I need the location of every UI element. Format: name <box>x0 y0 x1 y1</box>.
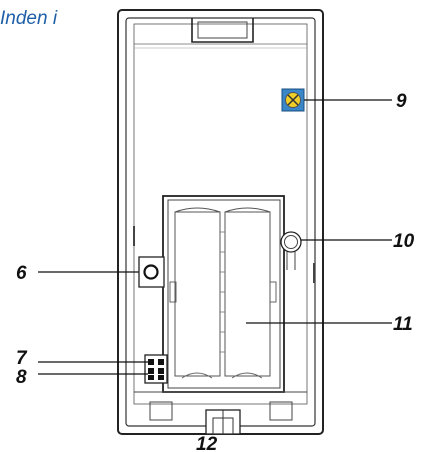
bottom-right-foot <box>269 401 293 421</box>
callout-9: 9 <box>396 91 407 112</box>
battery-compartment <box>162 195 285 393</box>
jumper-block-icon[interactable] <box>144 354 168 384</box>
callout-7: 7 <box>16 348 28 369</box>
potentiometer-icon[interactable] <box>281 88 305 112</box>
heading: Inden i <box>0 8 58 29</box>
callout-10: 10 <box>393 231 415 252</box>
tamper-button-icon[interactable] <box>138 256 165 288</box>
callout-12: 12 <box>196 434 218 452</box>
housing-inner-wall <box>133 23 308 405</box>
callout-8: 8 <box>16 367 27 388</box>
top-clip <box>191 18 254 43</box>
led-icon <box>280 231 302 270</box>
top-clip-inner <box>197 21 248 39</box>
callout-11: 11 <box>393 314 413 335</box>
callout-6: 6 <box>16 263 27 284</box>
bottom-left-foot <box>149 401 173 421</box>
screw-slot-icon <box>205 409 241 435</box>
